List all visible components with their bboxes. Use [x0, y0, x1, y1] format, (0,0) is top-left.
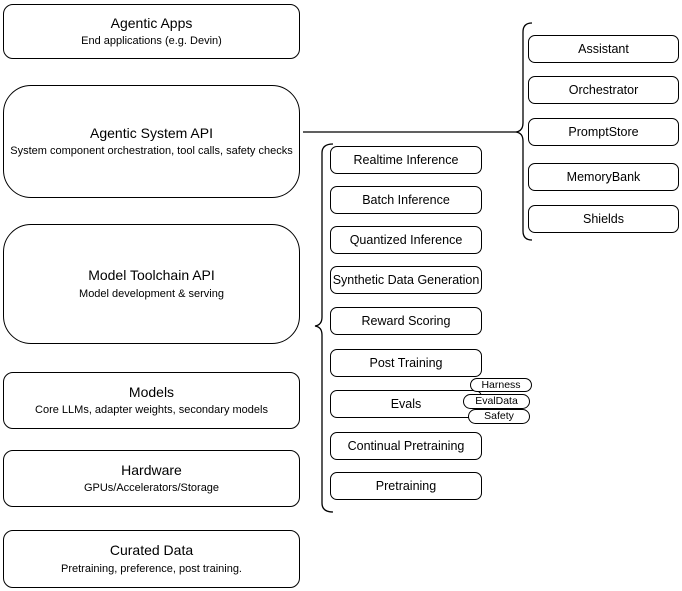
- node-title: Agentic System API: [90, 124, 213, 141]
- node-models: Models Core LLMs, adapter weights, secon…: [3, 372, 300, 429]
- toolchain-item-realtime-inference: Realtime Inference: [330, 146, 482, 174]
- component-assistant: Assistant: [528, 35, 679, 63]
- tag-safety: Safety: [468, 409, 530, 424]
- node-subtitle: Pretraining, preference, post training.: [61, 562, 242, 575]
- node-subtitle: GPUs/Accelerators/Storage: [83, 482, 220, 495]
- node-subtitle: System component orchestration, tool cal…: [10, 145, 293, 158]
- component-orchestrator: Orchestrator: [528, 76, 679, 104]
- node-hardware: Hardware GPUs/Accelerators/Storage: [3, 450, 300, 507]
- component-shields: Shields: [528, 205, 679, 233]
- toolchain-item-post-training: Post Training: [330, 349, 482, 377]
- node-title: Curated Data: [109, 542, 194, 559]
- node-title: Agentic Apps: [110, 14, 193, 31]
- brace-toolchain-items: [314, 143, 334, 513]
- node-title: Models: [128, 383, 175, 400]
- node-agentic-system-api: Agentic System API System component orch…: [3, 85, 300, 198]
- tag-evaldata: EvalData: [463, 394, 530, 409]
- node-model-toolchain-api: Model Toolchain API Model development & …: [3, 224, 300, 344]
- node-subtitle: Model development & serving: [79, 287, 224, 300]
- node-subtitle: Core LLMs, adapter weights, secondary mo…: [35, 404, 268, 417]
- toolchain-item-reward-scoring: Reward Scoring: [330, 307, 482, 335]
- toolchain-item-synthetic-data-generation: Synthetic Data Generation: [330, 266, 482, 294]
- node-title: Model Toolchain API: [88, 267, 215, 284]
- node-subtitle: End applications (e.g. Devin): [81, 35, 222, 48]
- toolchain-item-batch-inference: Batch Inference: [330, 186, 482, 214]
- component-promptstore: PromptStore: [528, 118, 679, 146]
- tag-harness: Harness: [470, 378, 532, 392]
- toolchain-item-quantized-inference: Quantized Inference: [330, 226, 482, 254]
- toolchain-item-evals: Evals: [330, 390, 482, 418]
- component-memorybank: MemoryBank: [528, 163, 679, 191]
- node-curated-data: Curated Data Pretraining, preference, po…: [3, 530, 300, 588]
- toolchain-item-continual-pretraining: Continual Pretraining: [330, 432, 482, 460]
- node-agentic-apps: Agentic Apps End applications (e.g. Devi…: [3, 4, 300, 59]
- toolchain-item-pretraining: Pretraining: [330, 472, 482, 500]
- brace-system-components: [515, 22, 533, 241]
- node-title: Hardware: [121, 461, 182, 478]
